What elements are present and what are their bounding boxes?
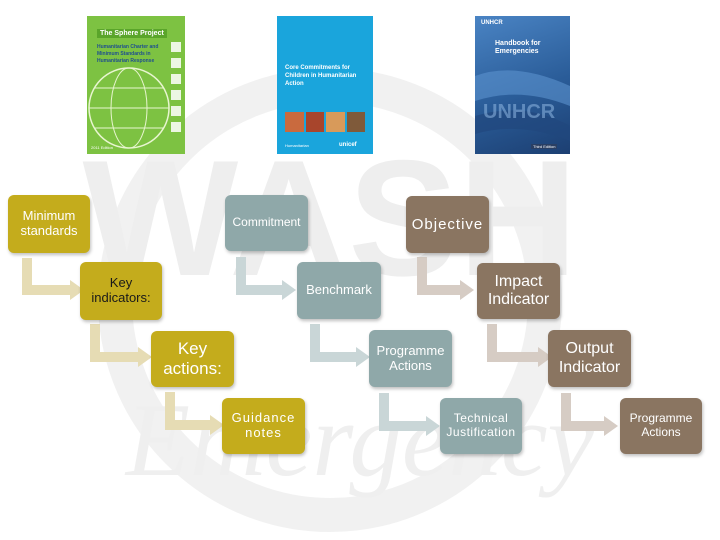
box-unicef-programme-actions: Programme Actions	[369, 330, 452, 387]
unicef-book-footer-left: Humanitarian	[285, 143, 309, 148]
unhcr-handbook-cover: UNHCR UNHCR Handbook for Emergencies Thi…	[475, 16, 570, 154]
sphere-book-subtitle: Humanitarian Charter and Minimum Standar…	[97, 44, 159, 64]
arrow-actions-to-notes-head	[210, 415, 224, 435]
box-commitment: Commitment	[225, 195, 308, 251]
box-benchmark: Benchmark	[297, 262, 381, 319]
box-technical-justification: Technical Justification	[440, 398, 522, 454]
arrow-output-to-programme-actions	[561, 393, 606, 431]
box-objective: Objective	[406, 196, 489, 253]
arrow-programme-actions-to-justification-head	[426, 416, 440, 436]
arrow-indicators-to-actions	[90, 324, 140, 362]
sphere-book-footer: 2011 Edition	[91, 145, 113, 150]
arrow-output-to-programme-actions-head	[604, 416, 618, 436]
unicef-core-commitments-cover: Core Commitments for Children in Humanit…	[277, 16, 373, 154]
sphere-handbook-cover: The Sphere Project Humanitarian Charter …	[87, 16, 185, 154]
arrow-objective-to-impact-head	[460, 280, 474, 300]
svg-text:UNHCR: UNHCR	[483, 101, 556, 123]
arrow-objective-to-impact	[417, 257, 462, 295]
arrow-actions-to-notes	[165, 392, 212, 430]
arrow-indicators-to-actions-head	[138, 347, 152, 367]
arrow-standards-to-indicators	[22, 258, 72, 295]
arrow-programme-actions-to-justification	[379, 393, 428, 431]
box-guidance-notes: Guidance notes	[222, 398, 305, 454]
unhcr-cover-texture: UNHCR	[475, 70, 570, 141]
arrow-benchmark-to-programme-actions-head	[356, 347, 370, 367]
sphere-book-title: The Sphere Project	[97, 29, 167, 38]
unicef-photo-strip	[285, 112, 365, 132]
unicef-book-title: Core Commitments for Children in Humanit…	[285, 65, 357, 87]
box-output-indicator: Output Indicator	[548, 330, 631, 387]
box-impact-indicator: Impact Indicator	[477, 263, 560, 319]
box-minimum-standards: Minimum standards	[8, 195, 90, 253]
globe-graphic	[88, 42, 181, 149]
box-unhcr-programme-actions: Programme Actions	[620, 398, 702, 454]
arrow-impact-to-output-head	[538, 347, 552, 367]
box-key-actions: Key actions:	[151, 331, 234, 387]
arrow-standards-to-indicators-head	[70, 280, 84, 300]
box-key-indicators: Key indicators:	[80, 262, 162, 320]
unhcr-book-title: Handbook for Emergencies	[495, 40, 541, 55]
unicef-logo: unicef	[339, 142, 357, 148]
arrow-commitment-to-benchmark-head	[282, 280, 296, 300]
arrow-commitment-to-benchmark	[236, 257, 284, 295]
unhcr-book-footer: Third Edition	[531, 144, 558, 149]
unhcr-brand-label: UNHCR	[481, 20, 503, 26]
arrow-benchmark-to-programme-actions	[310, 324, 358, 362]
arrow-impact-to-output	[487, 324, 540, 362]
